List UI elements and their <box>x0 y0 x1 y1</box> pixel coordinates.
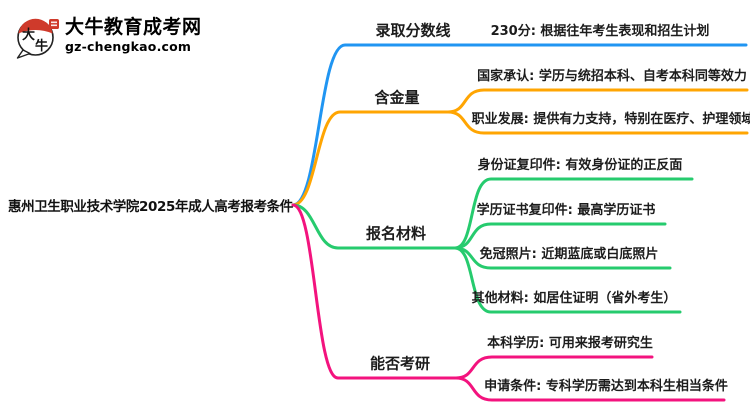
svg-text:大: 大 <box>22 27 35 43</box>
leaf-label-registration-materials-4: 其他材料: 如居住证明（省外考生） <box>471 290 677 306</box>
leaf-label-gold-content-1: 国家承认: 学历与统招本科、自考本科同等效力 <box>477 68 747 84</box>
leaf-label-gold-content-2: 职业发展: 提供有力支持，特别在医疗、护理领域 <box>471 111 750 127</box>
leaf-label-admission-score-line-1: 230分: 根据往年考生表现和招生计划 <box>490 23 710 39</box>
leaf-label-registration-materials-2: 学历证书复印件: 最高学历证书 <box>476 202 656 218</box>
branch-label-admission-score-line: 录取分数线 <box>375 21 451 40</box>
svg-text:牛: 牛 <box>35 38 48 54</box>
branch-label-registration-materials: 报名材料 <box>365 224 427 243</box>
branch-label-gold-content: 含金量 <box>374 88 420 107</box>
leaf-label-postgraduate-eligibility-1: 本科学历: 可用来报考研究生 <box>487 335 653 351</box>
brand-logo: 大 牛 大牛教育成考网 gz-chengkao.com <box>12 13 202 61</box>
daniu-logo-icon: 大 牛 <box>16 18 59 59</box>
root-node-label: 惠州卫生职业技术学院2025年成人高考报考条件 <box>8 199 293 215</box>
brand-name: 大牛教育成考网 <box>65 16 202 38</box>
leaf-label-registration-materials-3: 免冠照片: 近期蓝底或白底照片 <box>479 246 659 262</box>
brand-domain: gz-chengkao.com <box>65 38 192 54</box>
leaf-label-registration-materials-1: 身份证复印件: 有效身份证的正反面 <box>477 157 683 173</box>
branch-label-postgraduate-eligibility: 能否考研 <box>369 354 431 373</box>
leaf-label-postgraduate-eligibility-2: 申请条件: 专科学历需达到本科生相当条件 <box>484 378 728 394</box>
